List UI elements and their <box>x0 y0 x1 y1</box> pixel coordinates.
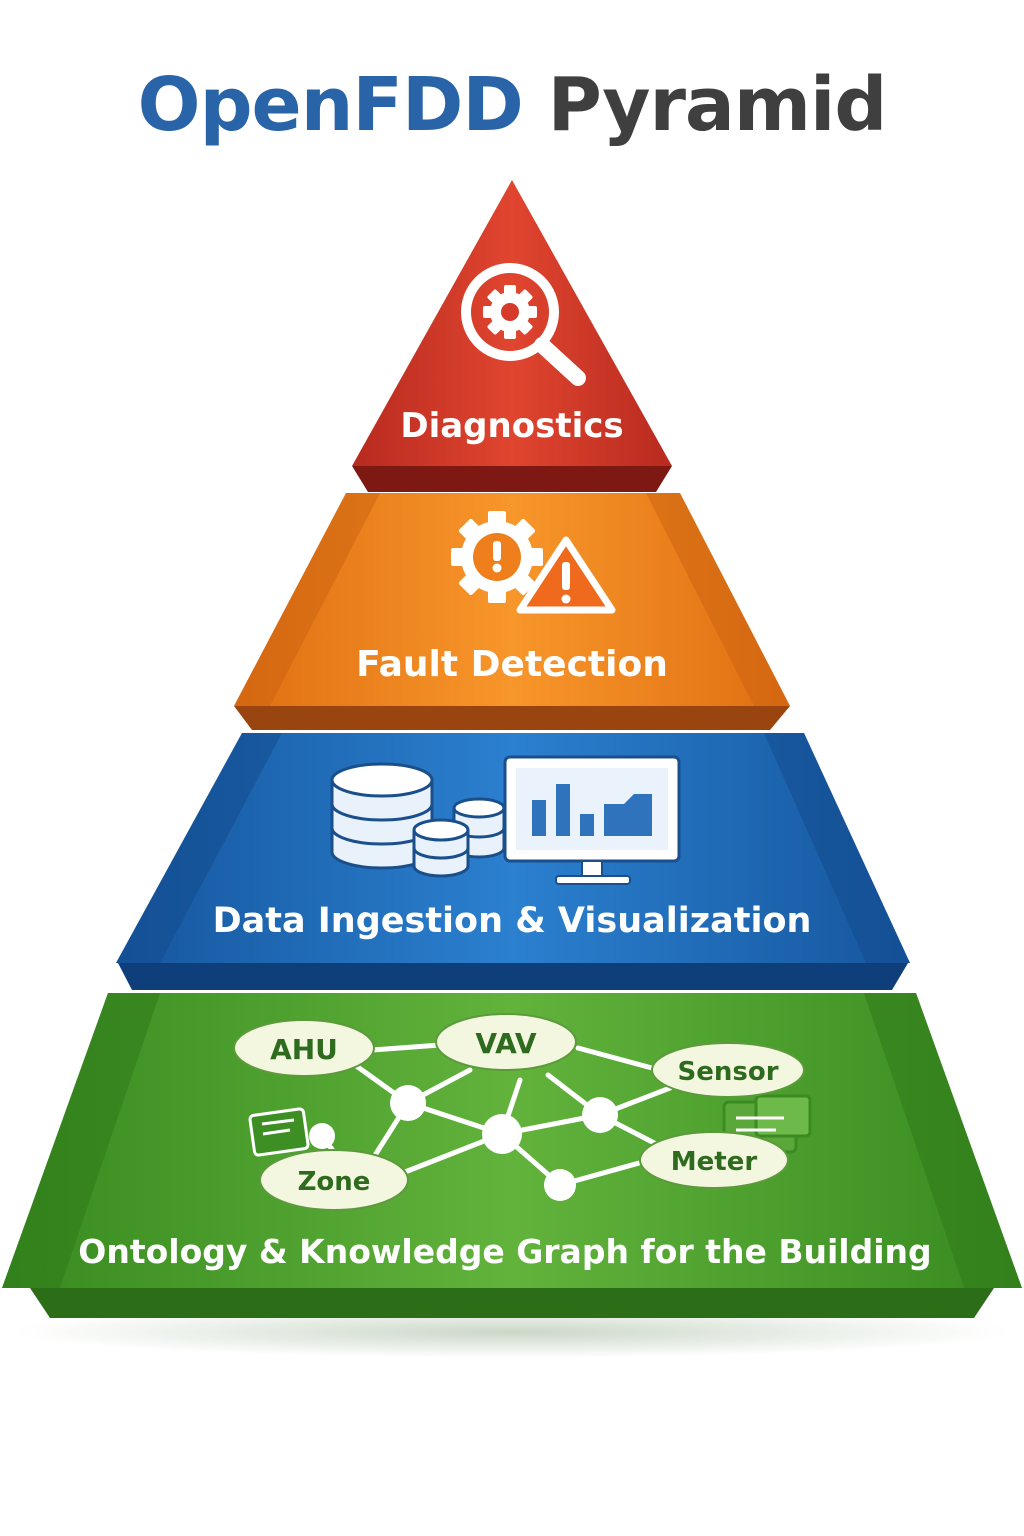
title-pyramid: Pyramid <box>547 62 888 148</box>
page-title: OpenFDD Pyramid <box>0 62 1024 148</box>
svg-text:Zone: Zone <box>298 1167 371 1197</box>
tier-data-ingestion-label: Data Ingestion & Visualization <box>213 901 812 941</box>
tier-diagnostics: Diagnostics <box>352 180 672 492</box>
tier-data-ingestion: Data Ingestion & Visualization <box>116 733 910 990</box>
graph-node-sensor: Sensor <box>651 1042 805 1098</box>
tier-fault-detection-face <box>234 493 790 706</box>
graph-node-vav: VAV <box>435 1013 577 1071</box>
database-monitor-icon <box>330 755 681 885</box>
database-small-icon <box>412 818 470 878</box>
graph-node-dot <box>544 1169 576 1201</box>
title-openfdd: OpenFDD <box>137 62 524 148</box>
graph-node-dot <box>390 1085 426 1121</box>
magnifier-gear-icon <box>461 263 586 386</box>
graph-node-dot <box>309 1123 335 1149</box>
tier-data-ingestion-bottom-edge <box>118 963 908 990</box>
graph-node-ahu: AHU <box>233 1019 375 1077</box>
tier-diagnostics-bottom-edge <box>352 466 672 492</box>
gear-warning-icon <box>451 511 616 614</box>
tier-fault-detection-bottom-edge <box>234 706 790 730</box>
graph-node-dot <box>582 1097 618 1133</box>
tier-fault-detection-label: Fault Detection <box>356 644 668 685</box>
tier-fault-detection: Fault Detection <box>234 493 790 730</box>
tier-diagnostics-label: Diagnostics <box>400 406 623 446</box>
svg-text:Sensor: Sensor <box>677 1057 778 1087</box>
graph-node-meter: Meter <box>639 1131 789 1189</box>
tier-ontology: AHU VAV Sensor Zone Meter Ontology & Kno… <box>2 993 1022 1318</box>
tier-ontology-label: Ontology & Knowledge Graph for the Build… <box>78 1232 931 1271</box>
gear-icon <box>451 511 543 603</box>
svg-text:AHU: AHU <box>270 1033 338 1066</box>
svg-text:VAV: VAV <box>475 1027 537 1060</box>
tier-ontology-bottom-edge <box>30 1288 994 1318</box>
svg-text:Meter: Meter <box>671 1147 758 1177</box>
gear-icon <box>483 285 537 339</box>
graph-node-dot <box>482 1114 522 1154</box>
graph-node-zone: Zone <box>259 1149 409 1211</box>
document-icon <box>248 1107 310 1157</box>
ground-shadow <box>12 1306 1012 1358</box>
warning-triangle-icon <box>516 536 616 614</box>
monitor-chart-icon <box>503 755 681 885</box>
